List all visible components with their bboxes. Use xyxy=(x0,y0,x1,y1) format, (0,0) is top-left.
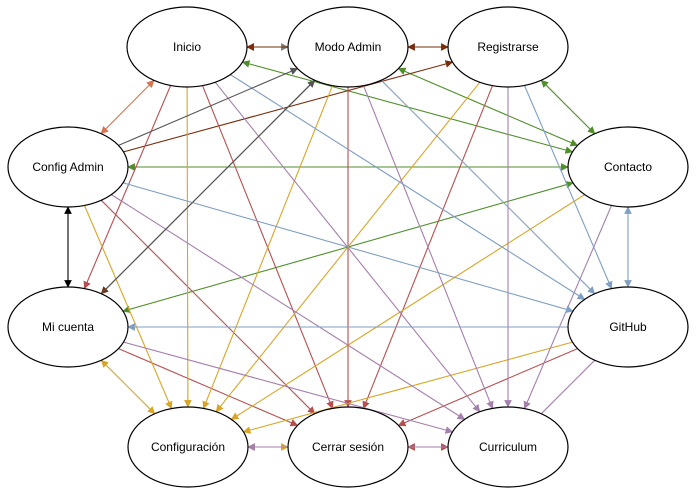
node-label-modo-admin: Modo Admin xyxy=(315,40,382,54)
edge-registrarse-to-contacto xyxy=(540,79,596,135)
edge-config-admin-to-configuracion xyxy=(83,205,173,410)
edge-modo-admin-to-curriculum xyxy=(362,85,494,410)
edge-config-admin-to-github xyxy=(122,182,574,313)
edge-mi-cuenta-to-cerrar-sesion xyxy=(118,348,299,427)
edge-curriculum-to-github xyxy=(540,359,596,415)
node-label-mi-cuenta: Mi cuenta xyxy=(42,320,94,334)
edge-config-admin-to-inicio xyxy=(100,79,155,135)
node-cerrar-sesion[interactable]: Cerrar sesión xyxy=(287,406,409,488)
node-label-registrarse: Registrarse xyxy=(477,40,539,54)
node-label-curriculum: Curriculum xyxy=(479,440,537,454)
node-contacto[interactable]: Contacto xyxy=(567,126,689,208)
edge-modo-admin-to-contacto xyxy=(397,67,579,147)
edge-inicio-to-configuracion xyxy=(184,86,192,408)
edge-contacto-to-configuracion xyxy=(230,194,585,420)
edge-config-admin-to-modo-admin xyxy=(118,67,299,146)
edge-mi-cuenta-to-modo-admin xyxy=(100,79,316,295)
edge-github-to-cerrar-sesion xyxy=(397,348,578,427)
node-label-config-admin: Config Admin xyxy=(32,160,103,174)
edge-github-to-configuracion xyxy=(242,341,573,434)
edge-registrarse-to-github xyxy=(523,85,613,290)
edge-inicio-to-mi-cuenta xyxy=(83,85,172,290)
node-label-configuracion: Configuración xyxy=(151,440,225,454)
node-label-cerrar-sesion: Cerrar sesión xyxy=(312,440,384,454)
edge-modo-admin-to-github xyxy=(380,79,596,295)
node-configuracion[interactable]: Configuración xyxy=(127,406,249,488)
edge-config-admin-to-cerrar-sesion xyxy=(100,199,316,415)
edge-modo-admin-to-configuracion xyxy=(202,85,334,410)
edges-layer xyxy=(64,43,632,451)
node-github[interactable]: GitHub xyxy=(567,286,689,368)
node-registrarse[interactable]: Registrarse xyxy=(447,6,569,88)
edge-mi-cuenta-to-curriculum xyxy=(123,341,454,434)
node-mi-cuenta[interactable]: Mi cuenta xyxy=(7,286,129,368)
edge-config-admin-to-curriculum xyxy=(111,194,466,420)
node-inicio[interactable]: Inicio xyxy=(126,6,248,88)
edge-inicio-to-github xyxy=(230,74,586,300)
node-config-admin[interactable]: Config Admin xyxy=(7,126,129,208)
node-curriculum[interactable]: Curriculum xyxy=(447,406,569,488)
nodes-layer: Inicio Modo Admin Registrarse Config Adm… xyxy=(7,6,689,488)
edge-mi-cuenta-to-configuracion xyxy=(100,359,156,415)
node-label-github: GitHub xyxy=(609,320,647,334)
node-label-inicio: Inicio xyxy=(173,40,201,54)
node-label-contacto: Contacto xyxy=(604,160,652,174)
node-modo-admin[interactable]: Modo Admin xyxy=(287,6,409,88)
